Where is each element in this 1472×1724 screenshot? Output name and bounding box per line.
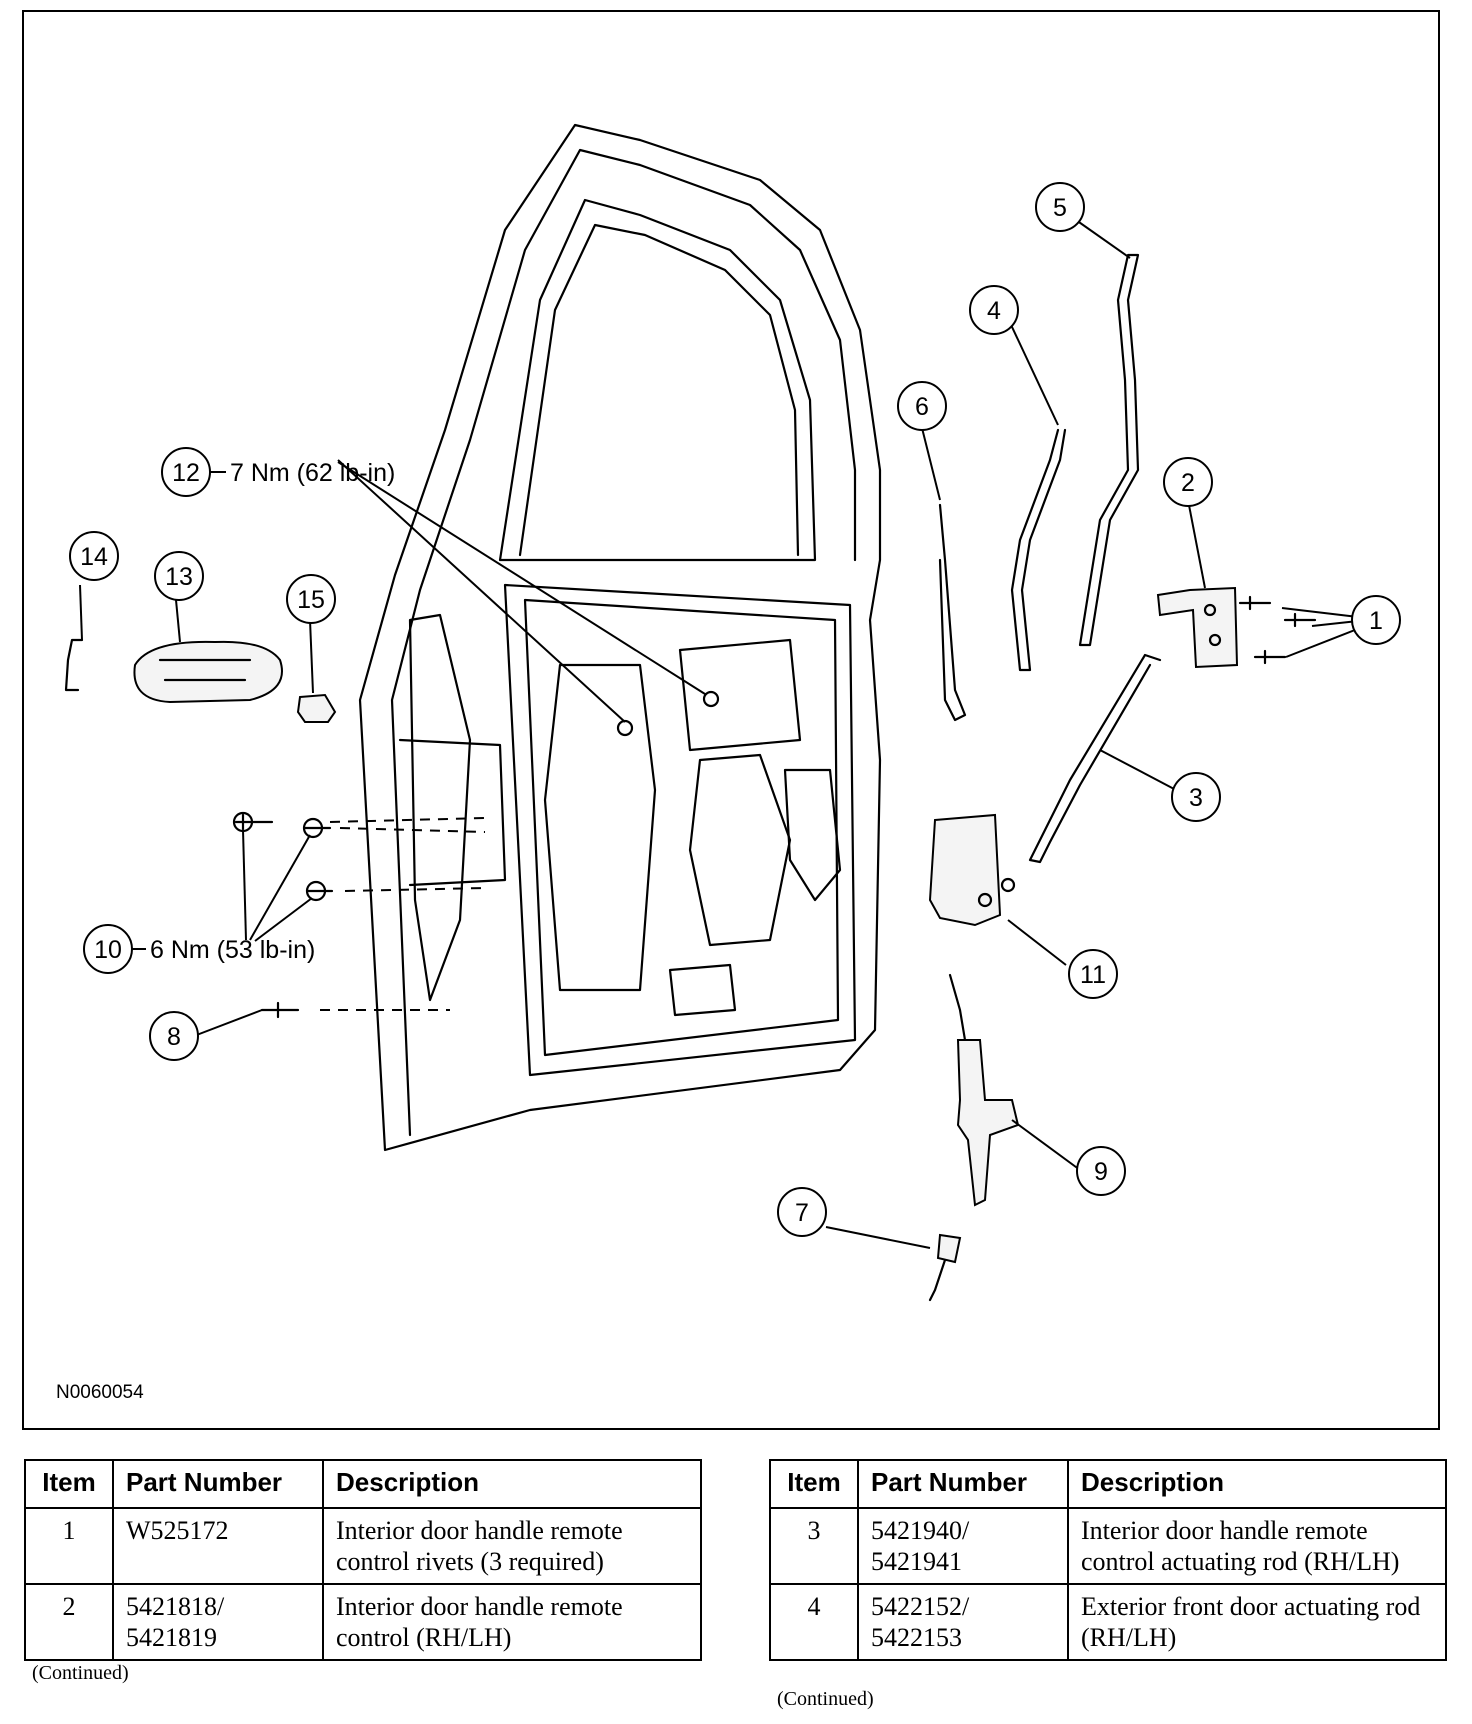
callout-15: 15 <box>286 574 336 624</box>
svg-text:8: 8 <box>167 1023 181 1051</box>
cell-description: Interior door handle remote control rive… <box>322 1507 702 1585</box>
cell-item: 3 <box>769 1507 859 1585</box>
rod-5 <box>1078 253 1140 647</box>
svg-text:7: 7 <box>795 1199 809 1227</box>
rod-6 <box>938 503 967 722</box>
handle-13 <box>133 640 283 704</box>
cell-part-number: 5422152/ 5422153 <box>857 1583 1069 1661</box>
table-header-row: Item Part Number Description <box>24 1459 702 1509</box>
callout-3: 3 <box>1171 772 1221 822</box>
cell-item: 4 <box>769 1583 859 1661</box>
col-header-part-number: Part Number <box>112 1459 324 1509</box>
door-panel <box>358 123 882 1152</box>
callout-5: 5 <box>1035 182 1085 232</box>
table-row: 2 5421818/ 5421819 Interior door handle … <box>24 1583 702 1661</box>
svg-text:10: 10 <box>94 936 122 964</box>
cell-description: Exterior front door actuating rod (RH/LH… <box>1067 1583 1447 1661</box>
table-header-row: Item Part Number Description <box>769 1459 1447 1509</box>
cell-description: Interior door handle remote control (RH/… <box>322 1583 702 1661</box>
torque-spec-10: 6 Nm (53 lb-in) <box>150 936 315 964</box>
callout-6: 6 <box>897 381 947 431</box>
torque-spec-12: 7 Nm (62 lb-in) <box>230 459 395 487</box>
cell-part-number: 5421940/ 5421941 <box>857 1507 1069 1585</box>
remote-control-2 <box>1156 586 1239 669</box>
latch-11 <box>928 813 1016 927</box>
svg-text:2: 2 <box>1181 469 1195 497</box>
parts-table-left: Item Part Number Description 1 W525172 I… <box>24 1459 702 1661</box>
callout-9: 9 <box>1076 1146 1126 1196</box>
callout-12: 12 <box>161 447 211 497</box>
diagram-frame <box>22 10 1440 1430</box>
callout-14: 14 <box>69 531 119 581</box>
callout-10: 10 <box>83 924 133 974</box>
col-header-part-number: Part Number <box>857 1459 1069 1509</box>
parts-table-right: Item Part Number Description 3 5421940/ … <box>769 1459 1447 1661</box>
table-row: 4 5422152/ 5422153 Exterior front door a… <box>769 1583 1447 1661</box>
svg-text:9: 9 <box>1094 1158 1108 1186</box>
cell-part-number: W525172 <box>112 1507 324 1585</box>
bezel-15 <box>296 693 337 723</box>
rod-3 <box>1028 653 1162 864</box>
cell-item: 1 <box>24 1507 114 1585</box>
svg-text:4: 4 <box>987 297 1001 325</box>
cell-description: Interior door handle remote control actu… <box>1067 1507 1447 1585</box>
col-header-description: Description <box>1067 1459 1447 1509</box>
svg-text:13: 13 <box>165 563 193 591</box>
svg-text:3: 3 <box>1189 784 1203 812</box>
cell-part-number: 5421818/ 5421819 <box>112 1583 324 1661</box>
callout-7: 7 <box>777 1187 827 1237</box>
table-row: 3 5421940/ 5421941 Interior door handle … <box>769 1507 1447 1585</box>
continued-note-right: (Continued) <box>777 1688 874 1710</box>
actuator-9 <box>948 973 1020 1207</box>
rivets-1 <box>1238 595 1317 665</box>
bolts-10 <box>232 811 486 902</box>
col-header-item: Item <box>24 1459 114 1509</box>
exploded-door-diagram: 1 2 3 4 5 6 7 8 9 10 11 12 13 14 15 7 Nm… <box>64 123 1401 1302</box>
clip-14 <box>64 638 84 692</box>
leader-lines <box>79 219 1361 1249</box>
svg-text:14: 14 <box>80 543 108 571</box>
figure-id: N0060054 <box>56 1382 144 1403</box>
callout-2: 2 <box>1163 457 1213 507</box>
callout-13: 13 <box>154 551 204 601</box>
continued-note-left: (Continued) <box>32 1662 129 1684</box>
col-header-item: Item <box>769 1459 859 1509</box>
svg-text:5: 5 <box>1053 194 1067 222</box>
callout-1: 1 <box>1351 595 1401 645</box>
svg-text:11: 11 <box>1080 961 1106 989</box>
switch-7 <box>928 1233 962 1302</box>
callout-11: 11 <box>1068 949 1118 999</box>
svg-text:6: 6 <box>915 393 929 421</box>
callout-8: 8 <box>149 1011 199 1061</box>
table-row: 1 W525172 Interior door handle remote co… <box>24 1507 702 1585</box>
svg-text:1: 1 <box>1369 607 1383 635</box>
callout-4: 4 <box>969 285 1019 335</box>
cell-item: 2 <box>24 1583 114 1661</box>
rod-4 <box>1010 428 1067 672</box>
svg-text:15: 15 <box>297 586 325 614</box>
col-header-description: Description <box>322 1459 702 1509</box>
stud-8 <box>260 1001 450 1019</box>
svg-text:12: 12 <box>172 459 200 487</box>
